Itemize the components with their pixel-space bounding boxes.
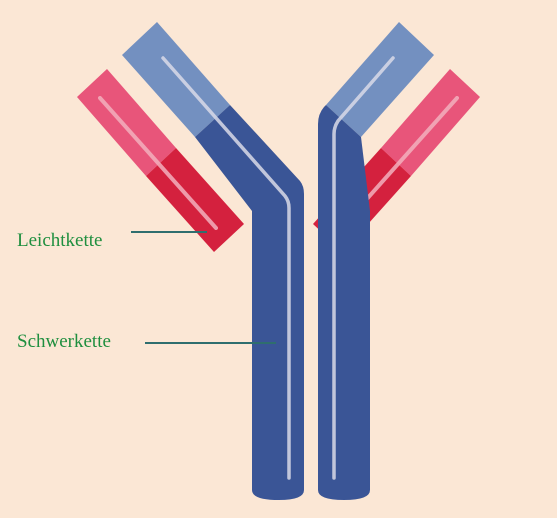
left-heavy-chain (122, 22, 304, 500)
light-chain-label: Leichtkette (17, 231, 102, 250)
heavy-chain-label: Schwerkette (17, 332, 111, 351)
right-heavy-chain (318, 22, 434, 500)
right-heavy-chain-constant (318, 105, 370, 500)
